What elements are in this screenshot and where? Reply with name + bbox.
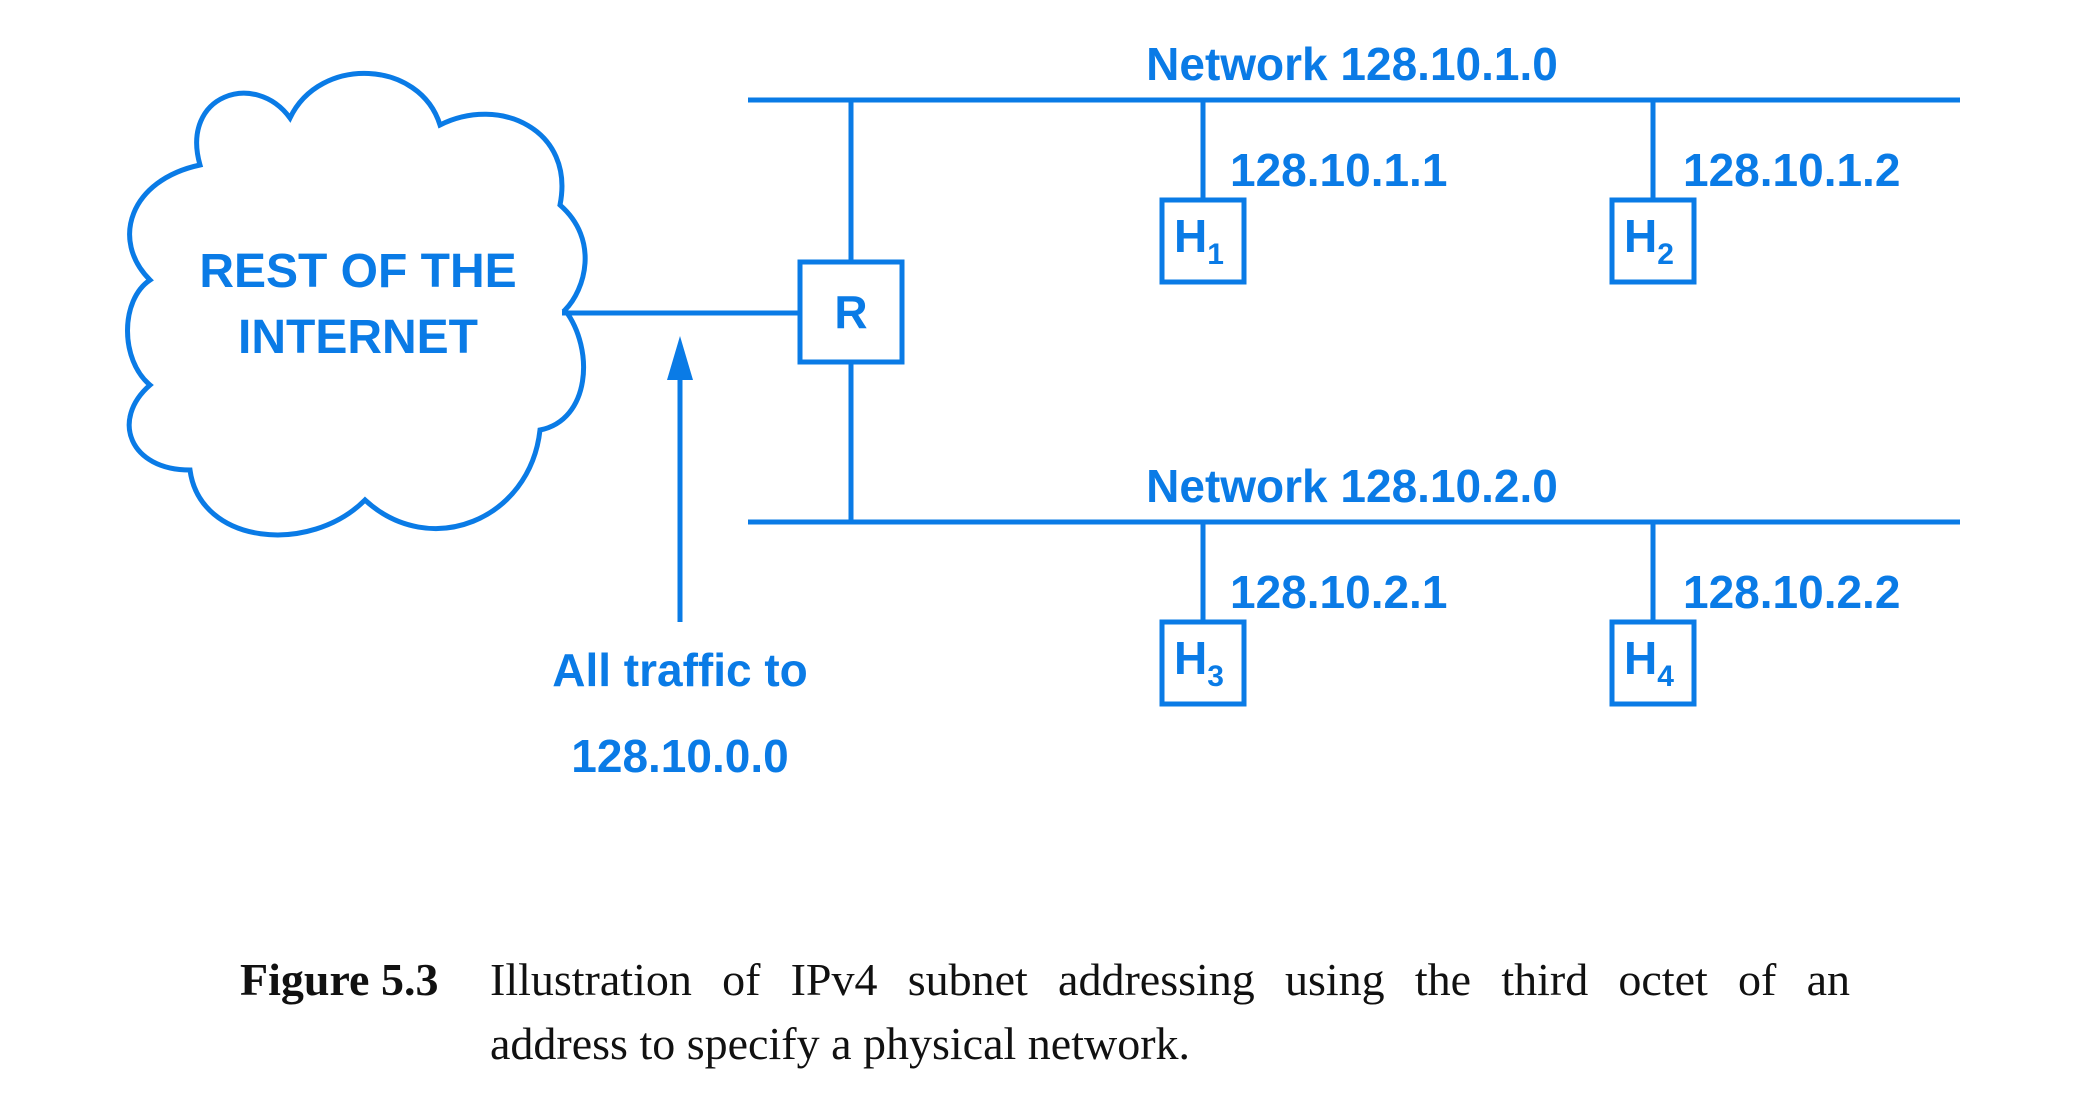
host-1-address: 128.10.1.1 [1230,144,1447,196]
host-4-box [1609,619,1697,707]
cloud-label-line2: INTERNET [238,311,478,364]
host-1-label: H1 [1174,210,1224,271]
traffic-label-line2: 128.10.0.0 [571,730,788,782]
network-1-label: Network 128.10.1.0 [1146,38,1558,90]
host-2-box [1609,197,1697,285]
host-2-address: 128.10.1.2 [1683,144,1900,196]
host-4-label: H4 [1624,632,1674,693]
cloud-label-line1: REST OF THE [199,245,516,298]
host-1-box [1159,197,1247,285]
traffic-label-line1: All traffic to [552,644,808,696]
host-3-address: 128.10.2.1 [1230,566,1447,618]
host-2-label: H2 [1624,210,1674,271]
figure-number: Figure 5.3 [240,954,439,1005]
host-4-address: 128.10.2.2 [1683,566,1900,618]
caption-line-2: address to specify a physical network. [490,1018,1191,1069]
host-3-label: H3 [1174,632,1224,693]
network-2-label: Network 128.10.2.0 [1146,460,1558,512]
traffic-arrow-head [667,336,693,380]
router-label: R [834,286,867,338]
internet-cloud [125,71,588,538]
host-3-box [1159,619,1247,707]
caption-line-1: Illustration of IPv4 subnet addressing u… [490,954,1850,1005]
